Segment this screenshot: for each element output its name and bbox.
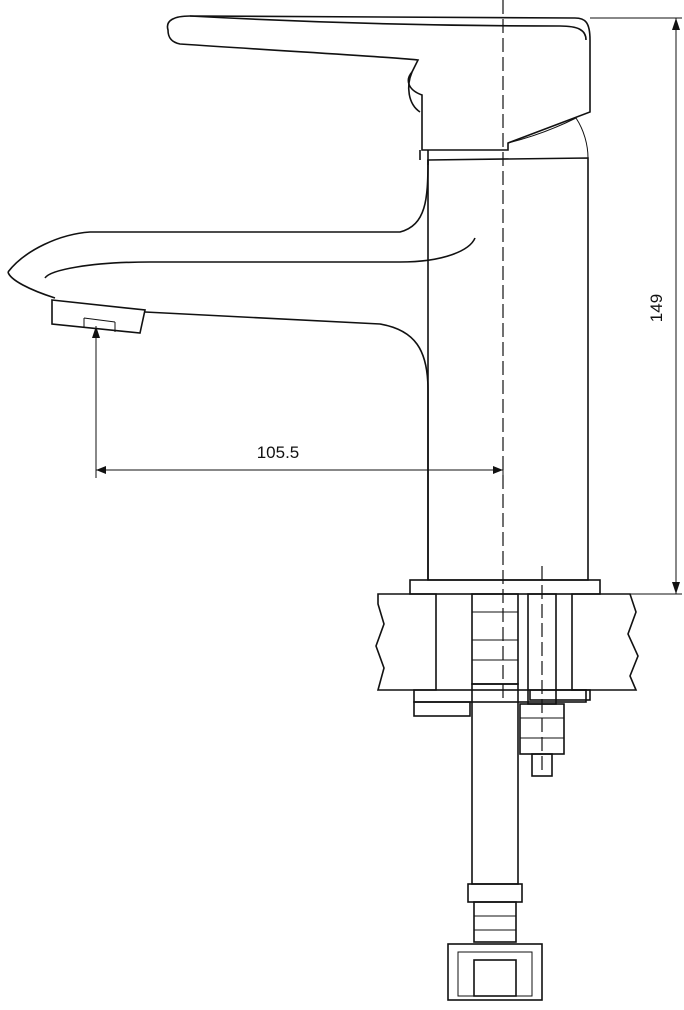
faucet-body (7, 150, 601, 595)
supply-hose (447, 593, 543, 1001)
dimension-spout-reach (92, 326, 504, 478)
dimension-height (590, 17, 682, 595)
mounting-washer (413, 689, 591, 717)
lever-handle (166, 15, 591, 160)
mounting-stud (519, 593, 565, 777)
height-label: 149 (647, 294, 666, 322)
centerline (502, 0, 543, 770)
countertop-section (375, 593, 639, 691)
spout-reach-label: 105.5 (257, 443, 300, 462)
